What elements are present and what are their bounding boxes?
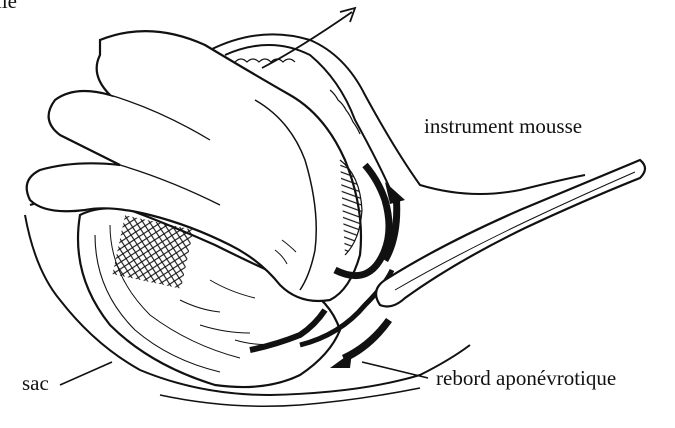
label-top-fragment: ile (0, 0, 17, 12)
blunt-instrument (376, 160, 645, 306)
label-sac: sac (22, 373, 49, 394)
label-instrument: instrument mousse (424, 116, 582, 137)
label-rebord: rebord aponévrotique (436, 368, 616, 389)
